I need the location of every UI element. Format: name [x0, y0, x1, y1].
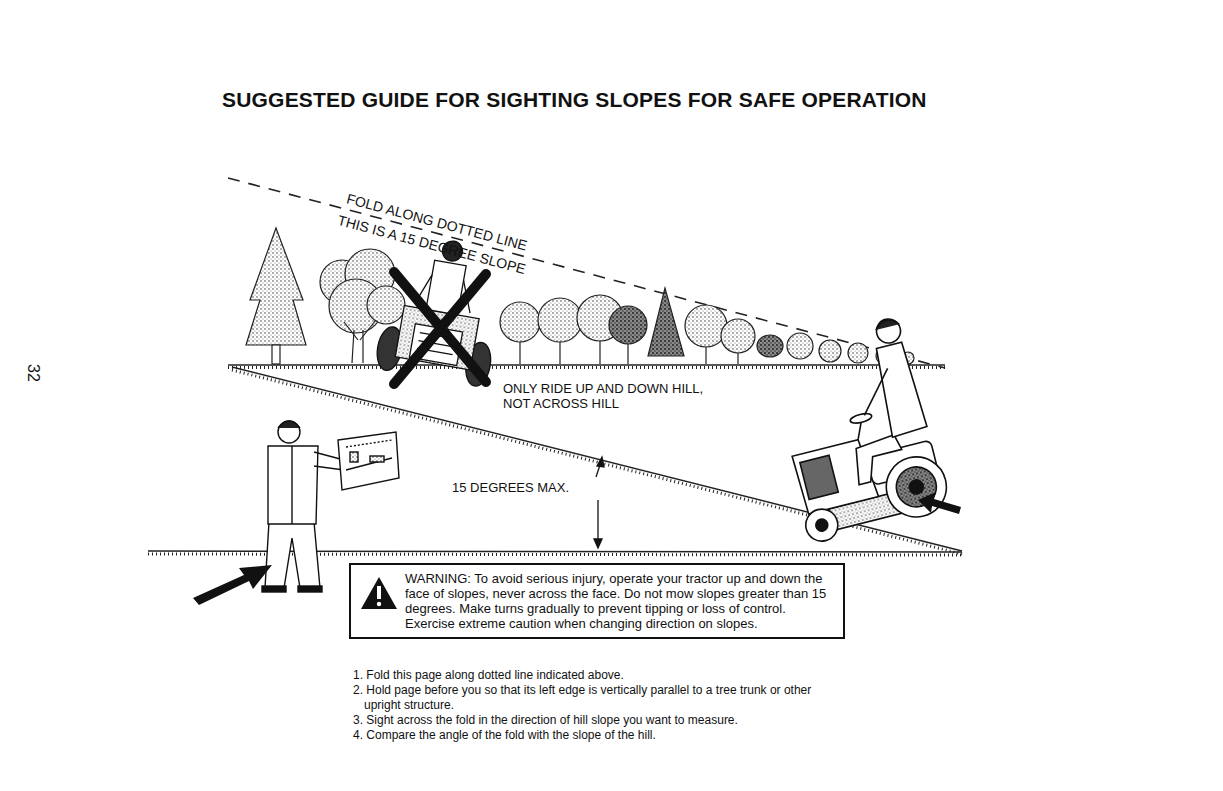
instruction-step: 4. Compare the angle of the fold with th…: [353, 728, 834, 743]
riding-note: ONLY RIDE UP AND DOWN HILL, NOT ACROSS H…: [503, 382, 725, 412]
background-trees: [246, 228, 306, 345]
instruction-step: 1. Fold this page along dotted line indi…: [353, 668, 834, 683]
background-trees: [787, 333, 813, 359]
background-trees: [648, 288, 684, 356]
ground-lines: [228, 366, 945, 369]
tractor-up-hill: [874, 316, 903, 345]
direction-arrow: [918, 492, 961, 514]
background-trees: [757, 335, 783, 357]
degree-arrows: [597, 457, 604, 467]
fold-line: [228, 178, 945, 368]
tractor-up-hill: [871, 341, 928, 437]
background-trees: [721, 319, 755, 353]
background-trees: [627, 344, 628, 364]
instruction-step: 2. Hold page before you so that its left…: [353, 683, 834, 713]
warning-icon: [360, 576, 398, 610]
background-trees: [360, 320, 376, 340]
background-trees: [538, 298, 582, 342]
person-sighting: [278, 421, 300, 428]
max-angle-label: 15 DEGREES MAX.: [452, 481, 569, 496]
background-trees: [685, 305, 727, 347]
tractor-up-hill: [849, 412, 872, 425]
degree-arrows: [597, 500, 598, 542]
person-sighting: [262, 586, 286, 592]
background-trees: [367, 286, 405, 324]
prohibited-cross: [394, 272, 486, 384]
tractor-up-hill: [880, 451, 953, 524]
pointer-arrow: [193, 565, 272, 605]
warning-icon: [377, 602, 381, 606]
tractor-up-hill: [874, 317, 899, 330]
background-trees: [599, 341, 600, 364]
background-trees: [500, 302, 540, 342]
tractor-up-hill: [849, 434, 907, 485]
warning-icon: [361, 577, 397, 609]
fold-line: [228, 178, 945, 368]
background-trees: [609, 306, 647, 344]
person-sighting: [291, 446, 292, 524]
person-sighting: [298, 586, 322, 592]
warning-text: WARNING: To avoid serious injury, operat…: [405, 565, 843, 637]
person-sighting: [265, 522, 320, 588]
person-sighting: [350, 452, 358, 462]
person-sighting: [268, 446, 318, 524]
background-trees: [737, 353, 738, 364]
page-number: 32: [24, 364, 42, 382]
background-trees: [705, 347, 706, 364]
background-trees: [819, 340, 841, 362]
person-sighting: [278, 421, 300, 443]
background-trees: [519, 342, 520, 364]
degree-arrows: [594, 539, 602, 548]
person-sighting: [346, 440, 392, 447]
tractor-up-hill: [800, 455, 838, 499]
background-trees: [246, 228, 914, 364]
ground-lines: [232, 367, 962, 551]
tractor-up-hill: [855, 368, 898, 415]
direction-arrow: [918, 492, 961, 514]
degree-arrows: [594, 457, 604, 548]
person-sighting: [338, 432, 399, 490]
tractor-up-hill: [815, 518, 830, 533]
background-trees: [344, 322, 358, 340]
background-trees: [848, 343, 868, 363]
ground-lines: [232, 370, 962, 554]
tractor-up-hill: [802, 506, 841, 545]
background-trees: [559, 342, 560, 364]
tractor-up-hill: [761, 315, 952, 545]
tractor-up-hill: [908, 478, 925, 495]
person-sighting: [370, 456, 384, 462]
pointer-arrow: [193, 565, 272, 605]
background-trees: [272, 345, 280, 364]
prohibited-cross: [394, 274, 486, 384]
ground-lines: [228, 364, 945, 366]
page-title: SUGGESTED GUIDE FOR SIGHTING SLOPES FOR …: [222, 88, 927, 112]
warning-icon: [377, 586, 381, 599]
warning-box: WARNING: To avoid serious injury, operat…: [349, 563, 845, 639]
instruction-step: 3. Sight across the fold in the directio…: [353, 713, 834, 728]
